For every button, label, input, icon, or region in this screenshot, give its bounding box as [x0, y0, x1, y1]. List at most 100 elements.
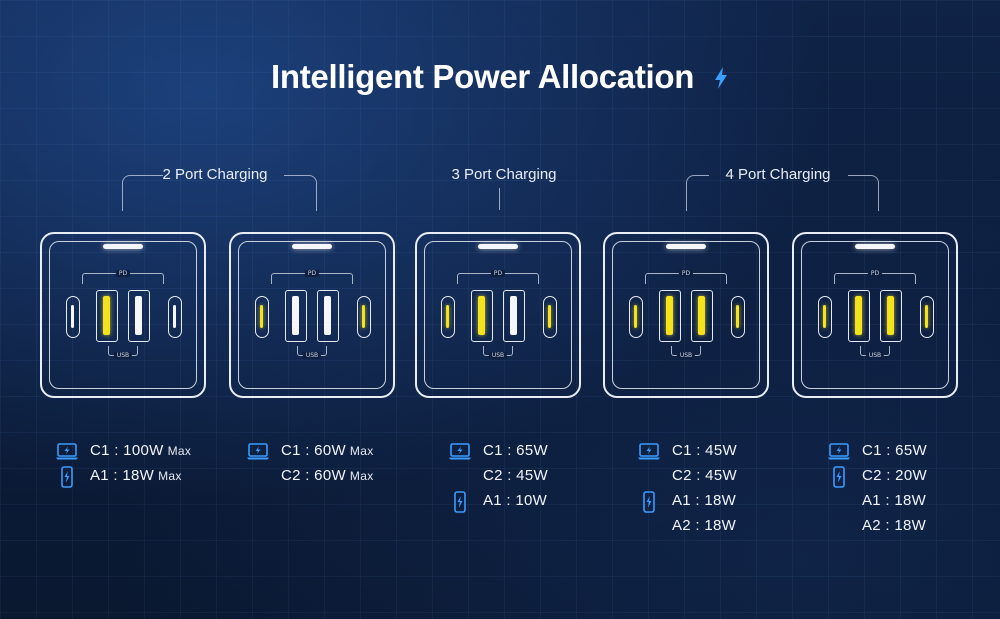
power-spec-value: A1 : 18W: [672, 492, 737, 509]
usb-c-port-2: [920, 296, 934, 338]
power-spec-value: C2 : 45W: [672, 467, 737, 484]
usb-a-port-2: [503, 290, 525, 342]
laptop-icon: [449, 443, 471, 464]
power-spec-value: C1 : 65W: [862, 442, 927, 459]
charger-face: [238, 241, 386, 389]
usb-label: USB: [865, 352, 885, 359]
power-spec-text: C1 : 45W: [672, 442, 737, 459]
usb-c-port-1: [818, 296, 832, 338]
group-bracket-right: [284, 175, 317, 211]
phone-icon: [449, 491, 471, 517]
usb-c-port-2: [731, 296, 745, 338]
power-spec-value: C1 : 60W: [281, 442, 346, 459]
charger-face: [49, 241, 197, 389]
led-indicator: [855, 244, 895, 249]
usb-a-port-1-indicator: [666, 296, 673, 335]
phone-icon: [56, 466, 78, 492]
power-spec-text: C2 : 45W: [672, 467, 737, 484]
usb-c-port-2: [168, 296, 182, 338]
usb-a-port-2-indicator: [324, 296, 331, 335]
usb-a-port-2-indicator: [887, 296, 894, 335]
usb-c-port-1-indicator: [446, 305, 449, 328]
led-indicator: [666, 244, 706, 249]
power-spec-text: A1 : 18W: [672, 492, 736, 509]
usb-c-port-1: [629, 296, 643, 338]
laptop-icon: [638, 443, 660, 464]
usb-c-port-1-indicator: [260, 305, 263, 328]
group-label-2-port: 2 Port Charging: [162, 166, 268, 183]
usb-c-port-1-indicator: [823, 305, 826, 328]
power-spec-value: C2 : 20W: [862, 467, 927, 484]
usb-a-port-1: [285, 290, 307, 342]
usb-a-port-2-indicator: [698, 296, 705, 335]
charger-diagram-2: PD USB: [229, 232, 395, 398]
usb-label: USB: [302, 352, 322, 359]
pd-label: PD: [678, 270, 694, 277]
usb-a-port-2: [128, 290, 150, 342]
charger-diagram-5: PD USB: [792, 232, 958, 398]
led-indicator: [478, 244, 518, 249]
power-spec-value: A2 : 18W: [862, 517, 927, 534]
charger-diagram-3: PD USB: [415, 232, 581, 398]
led-indicator: [103, 244, 143, 249]
power-spec-text: C2 : 45W: [483, 467, 548, 484]
usb-c-port-2-indicator: [925, 305, 928, 328]
group-label-3-port: 3 Port Charging: [451, 166, 557, 183]
usb-c-port-1-indicator: [71, 305, 74, 328]
usb-a-port-1-indicator: [478, 296, 485, 335]
laptop-icon: [828, 443, 850, 464]
charger-diagram-1: PD USB: [40, 232, 206, 398]
power-spec-text: A1 : 18W: [862, 492, 926, 509]
power-spec-value: A1 : 18W: [862, 492, 927, 509]
usb-a-port-2: [317, 290, 339, 342]
power-spec-value: C2 : 45W: [483, 467, 548, 484]
power-spec-value: A1 : 18W: [90, 467, 155, 484]
lightning-bolt-icon: [714, 67, 727, 89]
power-spec-value: A1 : 10W: [483, 492, 548, 509]
usb-c-port-2-indicator: [362, 305, 365, 328]
usb-a-port-2-indicator: [135, 296, 142, 335]
usb-c-port-1: [255, 296, 269, 338]
power-spec-value: A2 : 18W: [672, 517, 737, 534]
group-bracket-right: [848, 175, 879, 211]
usb-label: USB: [113, 352, 133, 359]
power-spec-suffix: Max: [167, 444, 192, 458]
usb-c-port-2: [357, 296, 371, 338]
page-title-wrap: Intelligent Power Allocation: [0, 58, 1000, 96]
pd-label: PD: [304, 270, 320, 277]
usb-a-port-2: [691, 290, 713, 342]
usb-label: USB: [676, 352, 696, 359]
usb-a-port-1: [659, 290, 681, 342]
usb-c-port-2-indicator: [173, 305, 176, 328]
power-spec-text: C2 : 20W: [862, 467, 927, 484]
group-connector: [499, 188, 500, 210]
phone-icon: [638, 491, 660, 517]
usb-c-port-2-indicator: [548, 305, 551, 328]
group-bracket-left: [122, 175, 163, 211]
power-spec-suffix: Max: [349, 469, 374, 483]
led-indicator: [292, 244, 332, 249]
charger-face: [424, 241, 572, 389]
pd-label: PD: [115, 270, 131, 277]
usb-c-port-2: [543, 296, 557, 338]
usb-a-port-2: [880, 290, 902, 342]
laptop-icon: [247, 443, 269, 464]
power-spec-suffix: Max: [158, 469, 182, 483]
power-spec-text: A2 : 18W: [672, 517, 736, 534]
charger-face: [612, 241, 760, 389]
pd-label: PD: [490, 270, 506, 277]
pd-label: PD: [867, 270, 883, 277]
charger-diagram-4: PD USB: [603, 232, 769, 398]
usb-a-port-1: [96, 290, 118, 342]
power-spec-text: C1 : 65W: [862, 442, 927, 459]
phone-icon: [828, 466, 850, 492]
power-spec-text: A1 : 10W: [483, 492, 547, 509]
usb-c-port-1: [441, 296, 455, 338]
power-spec-text: C1 : 65W: [483, 442, 548, 459]
charger-face: [801, 241, 949, 389]
